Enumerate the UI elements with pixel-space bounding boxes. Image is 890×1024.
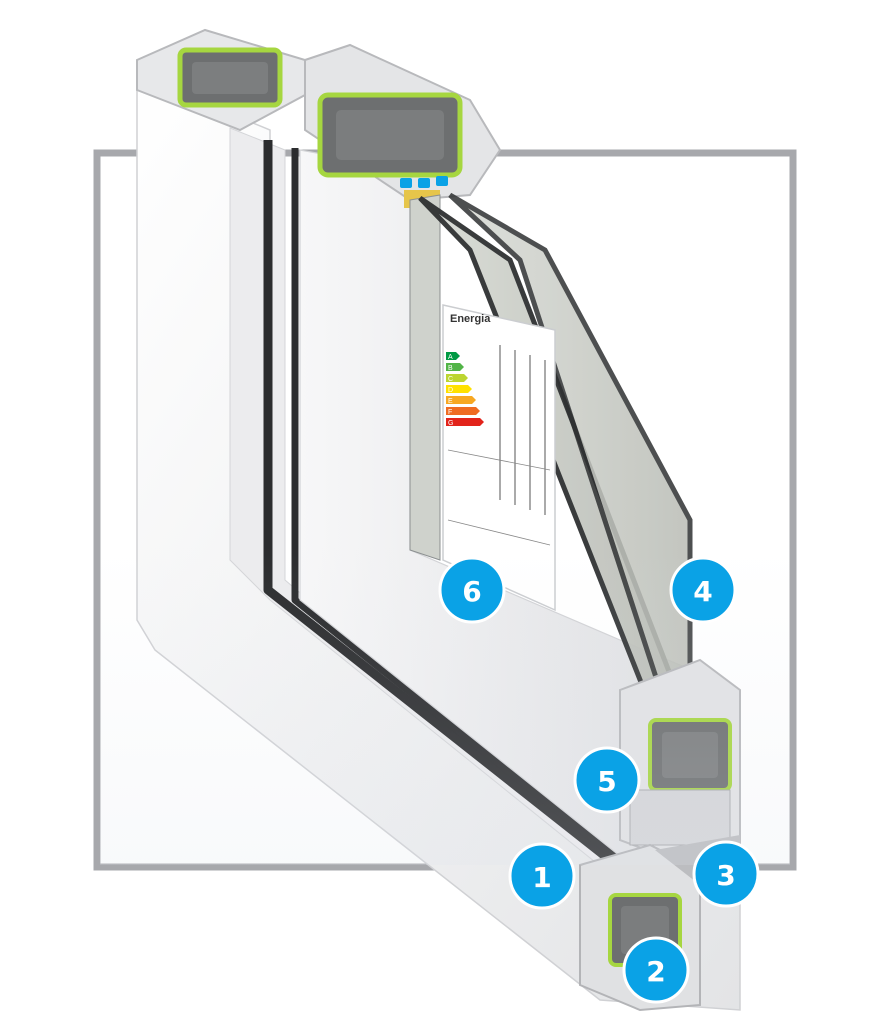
- callout-3[interactable]: 3: [692, 840, 760, 908]
- callout-4-number: 4: [693, 575, 712, 608]
- callout-2[interactable]: 2: [622, 936, 690, 1004]
- energy-class-letter-d: D: [448, 387, 453, 394]
- callout-4[interactable]: 4: [669, 556, 737, 624]
- energy-class-letter-f: F: [448, 409, 452, 416]
- energy-class-letter-b: B: [448, 365, 453, 372]
- callout-6[interactable]: 6: [438, 556, 506, 624]
- callout-5[interactable]: 5: [573, 746, 641, 814]
- energy-class-letter-a: A: [448, 354, 453, 361]
- callout-2-number: 2: [646, 955, 665, 988]
- energy-class-letter-c: C: [448, 376, 453, 383]
- energy-class-letter-e: E: [448, 398, 453, 405]
- energy-class-bar-b: [446, 363, 464, 371]
- energy-class-bar-a: [446, 352, 460, 360]
- energy-class-bar-c: [446, 374, 468, 382]
- callout-5-number: 5: [597, 765, 616, 798]
- energy-class-bar-d: [446, 385, 472, 393]
- top-frame-profile: [136, 28, 306, 132]
- callout-1-number: 1: [532, 861, 551, 894]
- callout-1[interactable]: 1: [508, 842, 576, 910]
- energy-class-letter-g: G: [448, 420, 453, 427]
- energy-class-bar-g: [446, 418, 484, 426]
- energy-label-title: Energia: [450, 313, 491, 325]
- energy-class-bar-f: [446, 407, 480, 415]
- callout-3-number: 3: [716, 859, 735, 892]
- energy-class-bar-e: [446, 396, 476, 404]
- top-sash-profile: [304, 43, 502, 208]
- callout-6-number: 6: [462, 575, 481, 608]
